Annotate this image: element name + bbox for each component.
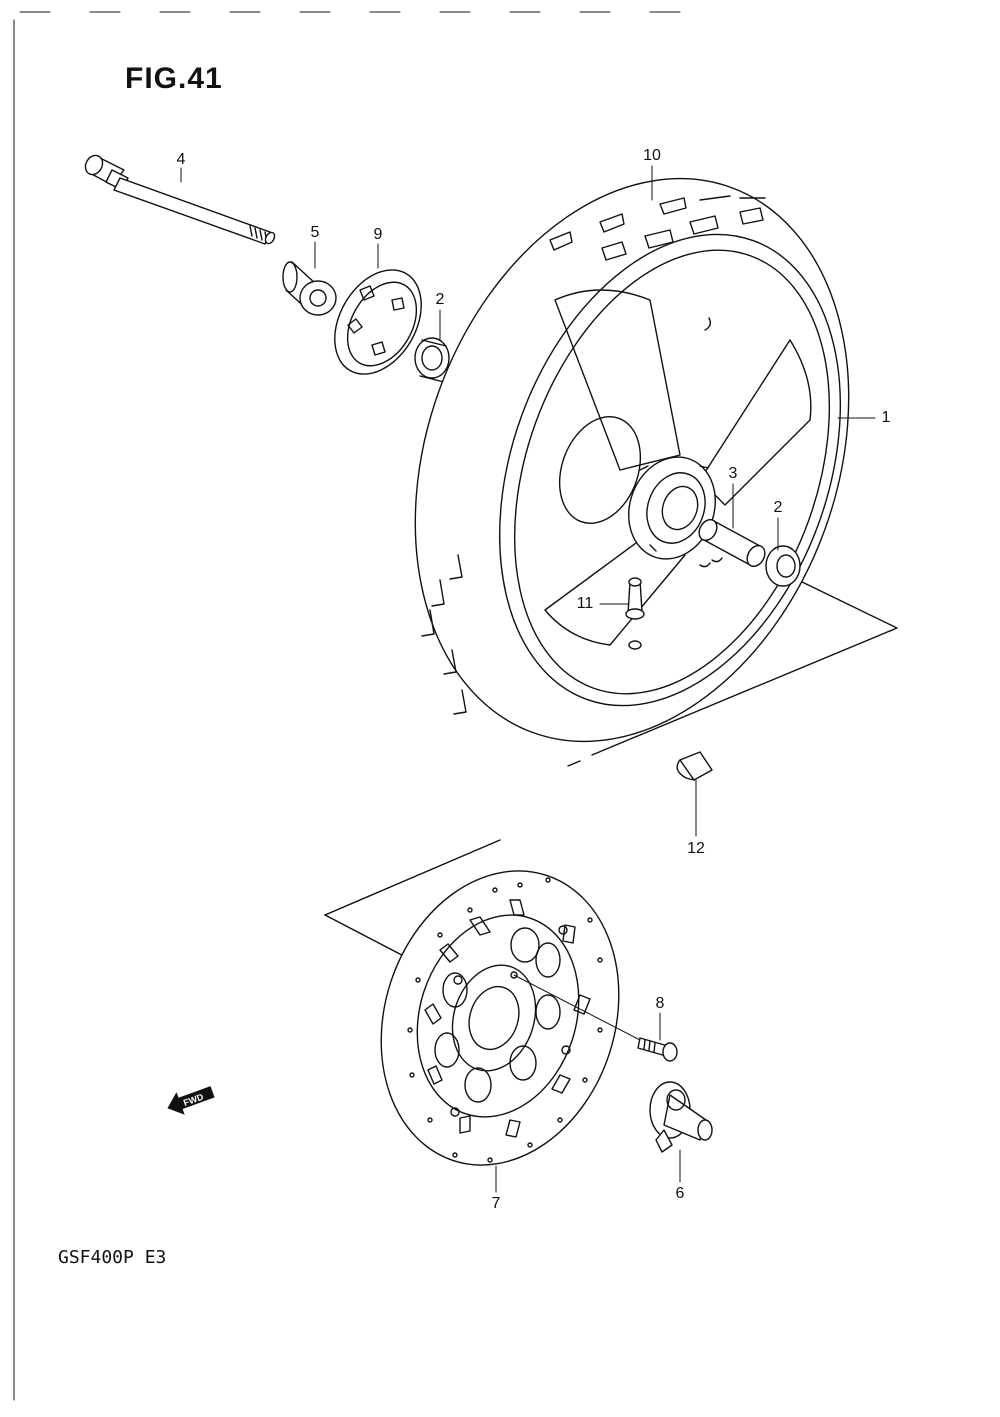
front-axle-part [84, 154, 276, 245]
tire-valve-part [625, 577, 645, 620]
balancer-weight-part [676, 751, 713, 781]
callout-8: 8 [655, 995, 665, 1012]
callout-3: 3 [728, 465, 738, 482]
figure-title: FIG.41 [125, 62, 223, 95]
callout-9: 9 [373, 226, 383, 243]
callout-12: 12 [687, 840, 705, 857]
callout-10: 10 [643, 147, 661, 164]
callout-leader-lines [180, 165, 876, 1193]
callout-7: 7 [491, 1195, 501, 1212]
callout-4: 4 [176, 151, 186, 168]
callout-6: 6 [675, 1185, 685, 1202]
front-wheel-assembly-part [414, 177, 850, 743]
callout-1: 1 [881, 409, 891, 426]
wheel-bearing-right-part [765, 545, 801, 587]
callout-11: 11 [576, 595, 594, 612]
hub-spacer-tube-part [698, 518, 766, 568]
brake-disc-part [380, 870, 620, 1166]
callout-2-upper: 2 [435, 291, 445, 308]
axle-spacer-part [282, 261, 337, 316]
disc-bolt-part [513, 974, 678, 1062]
callout-5: 5 [310, 224, 320, 241]
model-code-label: GSF400P E3 [58, 1247, 167, 1268]
speedometer-gearbox-part [649, 1081, 713, 1153]
fwd-label: FWD [182, 1091, 205, 1108]
gear-retainer-part [334, 269, 422, 375]
wheel-bearing-left-part [414, 337, 450, 383]
forward-arrow-icon: FWD [167, 1086, 215, 1115]
callout-2-lower: 2 [773, 499, 783, 516]
assembly-plane-lines [324, 579, 898, 965]
